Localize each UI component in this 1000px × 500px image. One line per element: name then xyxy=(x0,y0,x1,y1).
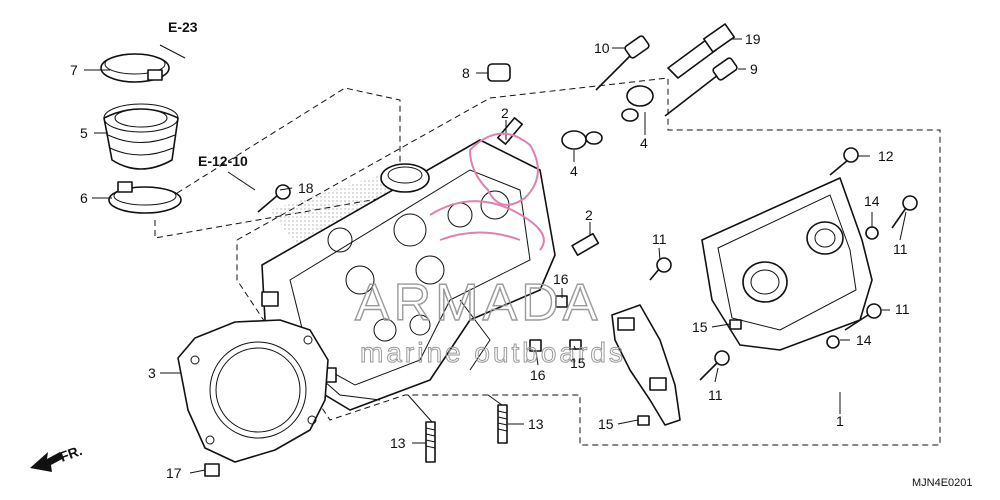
callout-labels: 1 2 2 3 4 4 5 6 7 8 9 10 11 11 11 11 11 … xyxy=(70,31,910,481)
intake-insulator xyxy=(103,103,179,170)
ref-intake: E-23 xyxy=(168,19,198,35)
callout-11: 11 xyxy=(895,301,910,317)
callout-16: 16 xyxy=(553,271,569,287)
callout-16: 16 xyxy=(530,367,546,383)
callout-5: 5 xyxy=(80,125,88,141)
collar xyxy=(487,63,511,82)
callout-11: 11 xyxy=(893,241,908,257)
plug xyxy=(637,415,650,426)
callout-10: 10 xyxy=(594,40,610,56)
bolt xyxy=(891,195,918,229)
bolt xyxy=(844,303,882,331)
plug xyxy=(529,339,542,352)
camshaft-holder xyxy=(611,304,681,426)
callout-8: 8 xyxy=(462,65,470,81)
callout-11: 11 xyxy=(708,387,723,403)
hose-clamp-lower xyxy=(108,181,182,214)
callout-4: 4 xyxy=(570,163,578,179)
callout-15: 15 xyxy=(692,319,708,335)
watermark-logo-icon xyxy=(429,132,545,251)
dowel-pin xyxy=(571,232,600,256)
o-ring-seal xyxy=(621,85,654,122)
callout-12: 12 xyxy=(878,148,894,164)
callout-17: 17 xyxy=(166,465,182,481)
plug xyxy=(729,319,742,330)
bolt xyxy=(699,350,730,381)
callout-2: 2 xyxy=(501,105,509,121)
callout-7: 7 xyxy=(70,62,78,78)
washer xyxy=(865,226,879,240)
callout-6: 6 xyxy=(80,190,88,206)
callout-11: 11 xyxy=(652,231,667,247)
cylinder-head-cover xyxy=(701,177,873,351)
callout-1: 1 xyxy=(836,413,844,429)
callout-15: 15 xyxy=(570,355,586,371)
cap xyxy=(204,463,220,477)
part-code: MJN4E0201 xyxy=(912,477,973,489)
callout-4: 4 xyxy=(640,135,648,151)
stud-bolt xyxy=(497,404,508,444)
leader-lines xyxy=(84,38,907,474)
ref-head-cover: E-12-10 xyxy=(198,153,248,169)
callout-18: 18 xyxy=(298,180,314,196)
front-label: FR. xyxy=(58,442,85,465)
spark-plug xyxy=(667,23,736,79)
o-ring-seal xyxy=(561,130,603,150)
watermark-tagline: marine outboards xyxy=(360,337,626,368)
callout-14: 14 xyxy=(856,332,872,348)
flange-bolt xyxy=(664,57,738,117)
bolt xyxy=(649,257,672,281)
watermark-brand: ARMADA xyxy=(355,274,601,332)
callout-2: 2 xyxy=(585,207,593,223)
washer xyxy=(826,335,840,349)
callout-14: 14 xyxy=(864,193,880,209)
callout-13: 13 xyxy=(528,416,544,432)
callout-19: 19 xyxy=(745,31,761,47)
callout-3: 3 xyxy=(148,365,156,381)
hose-clamp-upper xyxy=(100,53,170,83)
stud-bolt xyxy=(425,421,436,463)
callout-13: 13 xyxy=(390,435,406,451)
callout-15: 15 xyxy=(598,416,614,432)
dowel-pin xyxy=(497,117,523,145)
cylinder-head-gasket xyxy=(177,319,329,463)
flange-bolt xyxy=(595,35,650,91)
front-direction-arrow-icon xyxy=(30,452,64,472)
callout-9: 9 xyxy=(750,61,758,77)
bolt xyxy=(829,147,859,176)
